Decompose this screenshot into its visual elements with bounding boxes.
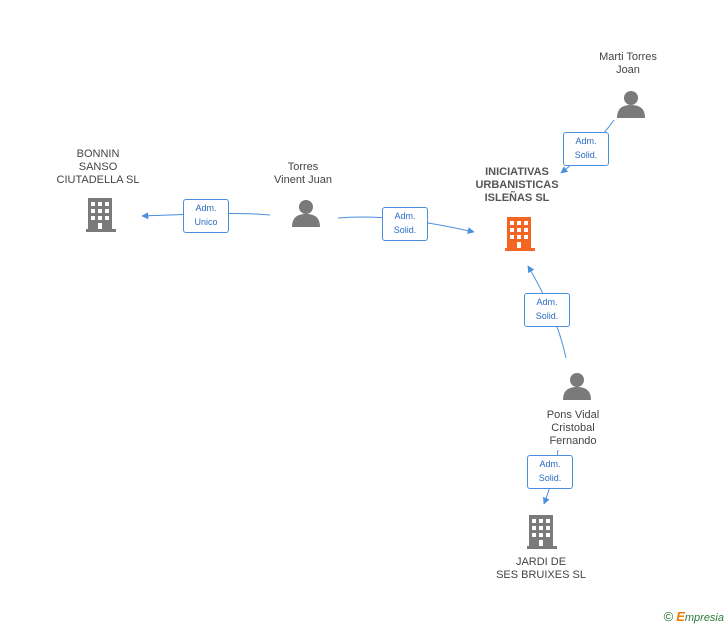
company-label-bonnin[interactable]: BONNIN SANSO CIUTADELLA SL bbox=[56, 148, 140, 186]
focus-building-icon[interactable] bbox=[505, 217, 535, 251]
company-label-iniciativas[interactable]: INICIATIVAS URBANISTICAS ISLEÑAS SL bbox=[475, 166, 559, 204]
person-label-pons-vidal[interactable]: Pons Vidal Cristobal Fernando bbox=[546, 409, 600, 447]
edge-label-marti-iniciativas: Adm. Solid. bbox=[563, 132, 609, 166]
person-icon[interactable] bbox=[292, 200, 320, 227]
edge-label-torres-bonnin: Adm. Unico bbox=[183, 199, 229, 233]
brand-first-letter: E bbox=[676, 609, 685, 624]
copyright-symbol: © bbox=[663, 609, 674, 624]
person-label-marti-torres[interactable]: Marti Torres Joan bbox=[599, 51, 657, 76]
edge-label-pons-iniciativas: Adm. Solid. bbox=[524, 293, 570, 327]
brand-name-rest: mpresia bbox=[684, 612, 724, 624]
person-label-torres-vinent[interactable]: Torres Vinent Juan bbox=[274, 161, 332, 186]
person-icon[interactable] bbox=[617, 91, 645, 118]
company-label-jardi[interactable]: JARDI DE SES BRUIXES SL bbox=[496, 556, 586, 581]
brand-logo: ©Empresia bbox=[664, 609, 724, 624]
person-icon[interactable] bbox=[563, 373, 591, 400]
building-icon[interactable] bbox=[86, 198, 116, 232]
building-icon[interactable] bbox=[527, 515, 557, 549]
edge-label-torres-iniciativas: Adm. Solid. bbox=[382, 207, 428, 241]
edge-label-pons-jardi: Adm. Solid. bbox=[527, 455, 573, 489]
